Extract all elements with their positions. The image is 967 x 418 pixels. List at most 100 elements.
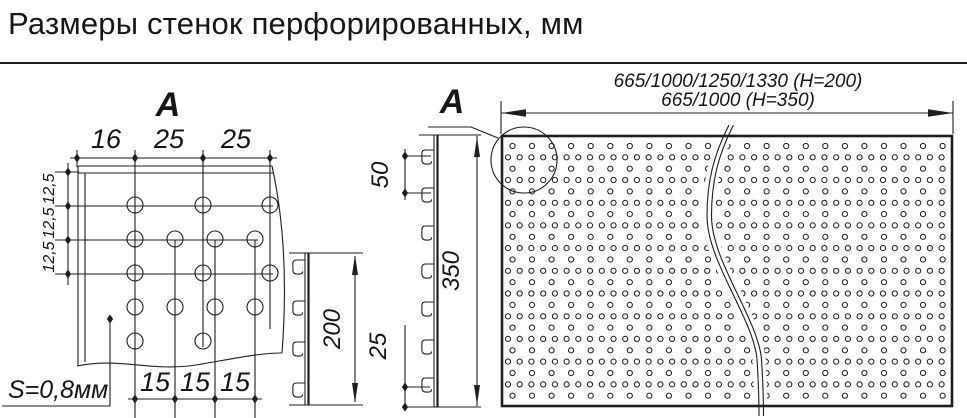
perforation-hole — [516, 245, 523, 252]
perforation-hole — [727, 313, 734, 320]
perforation-hole — [774, 245, 781, 252]
perforation-hole — [568, 233, 575, 240]
perforation-hole — [540, 313, 547, 320]
perforation-hole — [509, 165, 516, 172]
hook-slot — [421, 301, 434, 317]
perforation-hole — [903, 358, 910, 365]
perforation-hole — [809, 199, 816, 206]
perforation-hole — [657, 335, 664, 342]
perforation-hole — [900, 347, 907, 354]
perforation-hole — [724, 165, 731, 172]
diamond-marker — [106, 314, 114, 324]
perforation-hole — [762, 245, 769, 252]
perforation-hole — [900, 324, 907, 331]
perforation-hole — [833, 267, 840, 274]
arrowhead-u — [352, 255, 358, 275]
perforation-hole — [598, 358, 605, 365]
perforation-hole — [586, 313, 594, 320]
perforation-hole — [774, 335, 781, 342]
perforation-hole — [563, 222, 570, 229]
perforation-hole — [868, 154, 875, 161]
perforation-hole — [891, 381, 898, 388]
perforation-hole — [587, 279, 594, 286]
perforation-hole — [774, 199, 781, 206]
perforation-hole — [797, 267, 805, 274]
perforation-hole — [665, 188, 673, 195]
perforation-hole — [856, 290, 863, 297]
perforation-hole — [774, 176, 781, 184]
perforation-hole — [587, 233, 594, 240]
perforation-hole — [551, 358, 559, 365]
hook-slot — [292, 300, 305, 316]
profile-h200: 200 — [289, 252, 363, 406]
perforation-hole — [751, 199, 758, 206]
perforation-hole — [622, 335, 629, 342]
perforation-hole — [587, 301, 594, 308]
perforation-hole — [802, 142, 809, 150]
perforation-hole — [607, 347, 614, 354]
perforation-hole — [724, 347, 731, 354]
perforation-hole — [680, 290, 687, 297]
perforation-hole — [879, 222, 887, 229]
perforation-hole — [822, 279, 829, 286]
perforation-hole — [822, 211, 829, 218]
hook-slot — [421, 187, 434, 203]
perforation-hole — [797, 154, 805, 161]
perforation-hole — [692, 154, 699, 161]
perforation-hole — [568, 165, 575, 172]
perforation-hole — [704, 313, 711, 320]
perforation-hole — [551, 154, 559, 161]
perforation-hole — [841, 211, 849, 218]
perforation-hole — [809, 381, 816, 388]
perforation-hole — [926, 358, 934, 365]
perforation-hole — [607, 165, 614, 172]
dim-label-25a: 25 — [153, 124, 185, 154]
perforation-hole — [786, 313, 793, 320]
perforation-hole — [548, 233, 555, 240]
perforation-hole — [739, 199, 746, 206]
perforation-hole — [548, 392, 555, 399]
perforation-hole — [797, 313, 805, 320]
perforation-hole — [880, 279, 888, 286]
perforation-hole — [833, 199, 840, 206]
perforation-hole — [900, 211, 907, 218]
perforation-hole — [540, 199, 547, 206]
perforation-hole — [783, 301, 790, 308]
perforation-hole — [704, 290, 711, 297]
perforation-hole — [821, 358, 828, 365]
perforation-hole — [563, 199, 570, 206]
perforation-hole — [665, 142, 673, 150]
perforation-hole — [822, 142, 829, 150]
perforation-hole — [880, 165, 888, 172]
perforation-hole — [783, 369, 790, 377]
perforation-hole — [540, 267, 547, 274]
perforation-hole — [900, 392, 907, 399]
perforation-hole — [856, 222, 863, 229]
perforation-hole — [938, 222, 945, 229]
perforation-hole — [704, 301, 712, 308]
perforation-hole — [516, 381, 523, 388]
perforation-hole — [891, 245, 898, 252]
perforation-hole — [598, 335, 605, 342]
perforation-hole — [809, 154, 816, 161]
perforation-hole — [646, 256, 653, 263]
perforation-hole — [551, 199, 559, 206]
perforation-hole — [509, 347, 516, 354]
detail-hole — [166, 298, 184, 316]
perforation-hole — [685, 279, 692, 286]
perforation-hole — [751, 267, 758, 274]
perforation-hole — [868, 176, 875, 184]
perforation-hole — [516, 222, 523, 229]
perforation-hole — [704, 381, 711, 388]
perforation-hole — [551, 335, 559, 342]
perforation-hole — [669, 335, 676, 342]
perforation-hole — [657, 267, 664, 274]
perforation-hole — [528, 358, 535, 365]
perforation-hole — [633, 358, 641, 365]
perforation-hole — [763, 256, 770, 263]
dim-label-25b: 25 — [220, 124, 252, 154]
perforation-hole — [504, 199, 512, 206]
perforation-hole — [762, 290, 769, 297]
perforation-hole — [841, 233, 849, 240]
perforation-hole — [610, 199, 617, 206]
